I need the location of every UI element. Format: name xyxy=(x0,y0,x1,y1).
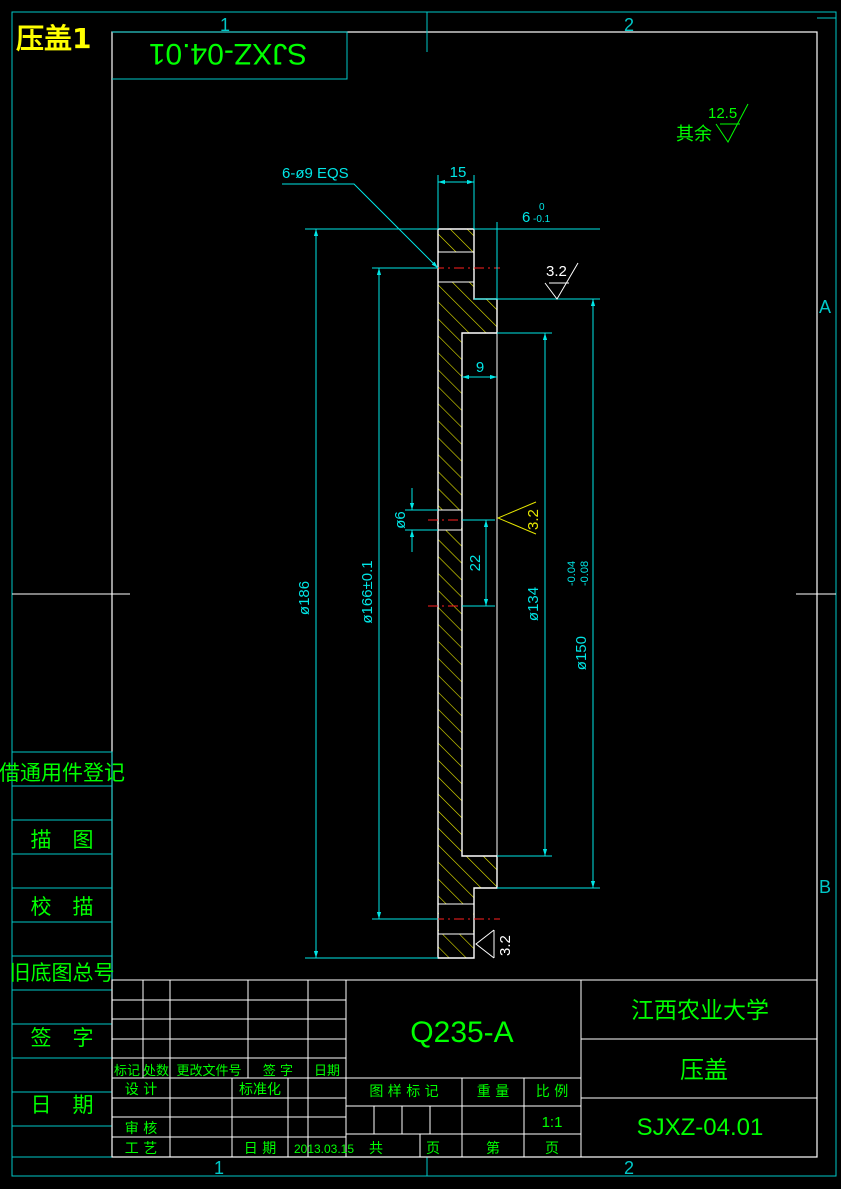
title-block-grid xyxy=(111,979,818,1158)
roughness-bottom-value: 3.2 xyxy=(497,935,514,956)
dim-depth-6: 6 xyxy=(522,209,530,226)
left-registration-column xyxy=(11,751,113,1158)
dim-tol-6-upper: 0 xyxy=(539,202,545,213)
dim-dia-166: ø166±0.1 xyxy=(359,560,376,623)
tb-review: 审 核 xyxy=(125,1121,157,1137)
inner-frame xyxy=(111,31,818,1158)
roughness-middle-symbol xyxy=(496,501,537,535)
roughness-bottom-symbol xyxy=(475,929,495,959)
dim-dia-6: ø6 xyxy=(392,511,409,529)
tb-school: 江西农业大学 xyxy=(631,998,769,1024)
tb-part-name: 压盖 xyxy=(680,1056,728,1084)
tb-sheet-label: 页 xyxy=(426,1141,440,1157)
roughness-step-value: 3.2 xyxy=(546,263,567,280)
tb-sheet-no-label: 第 xyxy=(486,1140,500,1157)
zone-bottom-2: 2 xyxy=(624,1158,634,1178)
dim-dia-150: ø150 xyxy=(573,636,590,670)
tb-standardize: 标准化 xyxy=(239,1082,281,1098)
dim-tol-150-upper: -0.04 xyxy=(566,561,578,586)
tb-design: 设 计 xyxy=(125,1082,157,1098)
roughness-general-symbol xyxy=(715,103,749,143)
zone-top-2: 2 xyxy=(624,15,634,35)
corner-title: 压盖1 xyxy=(16,22,91,55)
tb-date-value: 2013.03.15 xyxy=(294,1142,354,1156)
tb-total: 共 xyxy=(369,1141,383,1157)
zone-right-a: A xyxy=(819,297,831,317)
left-item-check-trace: 校 描 xyxy=(31,895,94,919)
dim-dia-186: ø186 xyxy=(296,581,313,615)
tb-scale-value: 1:1 xyxy=(542,1114,563,1131)
dim-tol-6-lower: -0.1 xyxy=(533,214,551,225)
tb-stage-mark: 图 样 标 记 xyxy=(369,1084,438,1100)
left-item-old-number: 旧底图总号 xyxy=(10,961,115,985)
tb-hdr-date: 日期 xyxy=(314,1064,340,1079)
zone-bottom-1: 1 xyxy=(214,1158,224,1178)
tb-hdr-change-doc: 更改文件号 xyxy=(176,1064,241,1079)
roughness-general-label: 其余 xyxy=(676,124,712,145)
roughness-step-symbol xyxy=(544,262,579,300)
dim-len-22: 22 xyxy=(467,555,484,572)
tb-scale-label: 比 例 xyxy=(536,1084,568,1100)
tb-weight: 重 量 xyxy=(477,1084,509,1100)
roughness-middle-value: 3.2 xyxy=(525,509,542,530)
left-item-borrow: 借通用件登记 xyxy=(0,761,125,785)
dimension-lines xyxy=(282,175,600,959)
tb-date-label: 日 期 xyxy=(244,1141,276,1157)
rotated-drawing-code: SJXZ-04.01 xyxy=(149,37,307,70)
dim-tol-150-lower: -0.08 xyxy=(579,561,591,586)
dim-holes-note: 6-ø9 EQS xyxy=(282,165,349,182)
zone-right-b: B xyxy=(819,877,831,897)
tb-hdr-count: 处数 xyxy=(143,1064,169,1079)
tb-sheet-page: 页 xyxy=(545,1141,559,1157)
tb-hdr-sign: 签 字 xyxy=(263,1063,293,1079)
zone-top-1: 1 xyxy=(220,15,230,35)
part-section xyxy=(437,228,498,959)
tb-drawing-no: SJXZ-04.01 xyxy=(637,1114,764,1141)
left-item-trace: 描 图 xyxy=(31,828,94,852)
left-item-signature: 签 字 xyxy=(31,1026,94,1050)
tb-process: 工 艺 xyxy=(125,1141,157,1157)
left-item-date: 日 期 xyxy=(31,1093,94,1117)
dim-width-15: 15 xyxy=(450,164,467,181)
code-box xyxy=(112,31,348,80)
tb-hdr-mark: 标记 xyxy=(114,1064,140,1079)
dim-recess-9: 9 xyxy=(476,359,484,376)
dim-dia-134: ø134 xyxy=(525,587,542,621)
tb-material: Q235-A xyxy=(410,1016,513,1049)
roughness-general-value: 12.5 xyxy=(708,105,737,122)
